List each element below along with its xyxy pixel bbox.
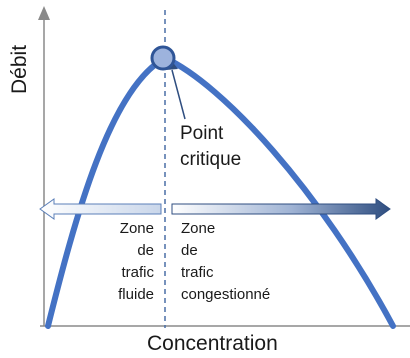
zone-congested-line: Zone bbox=[181, 220, 216, 237]
critical-point-label: Point critique bbox=[180, 121, 241, 173]
x-axis-label: Concentration bbox=[147, 332, 278, 355]
zone-fluid-line: fluide bbox=[118, 286, 154, 303]
critical-point-pointer bbox=[171, 69, 186, 120]
zone-congested-line: de bbox=[181, 242, 198, 259]
critical-point-label-line2: critique bbox=[180, 149, 242, 170]
y-axis-arrowhead bbox=[38, 6, 50, 20]
zone-fluid-line: trafic bbox=[121, 264, 154, 281]
zone-fluid-label: Zone de trafic fluide bbox=[98, 218, 154, 306]
zone-fluid-line: de bbox=[137, 242, 154, 259]
critical-point-label-line1: Point bbox=[180, 123, 224, 144]
zone-congested-line: congestionné bbox=[181, 286, 271, 303]
arrow-fluid-zone bbox=[39, 198, 162, 220]
critical-point-marker bbox=[150, 45, 176, 71]
arrow-congested-zone bbox=[171, 198, 391, 220]
y-axis-label: Débit bbox=[8, 44, 31, 94]
zone-fluid-line: Zone bbox=[119, 220, 154, 237]
zone-congested-line: trafic bbox=[181, 264, 214, 281]
zone-congested-label: Zone de trafic congestionné bbox=[181, 218, 270, 306]
